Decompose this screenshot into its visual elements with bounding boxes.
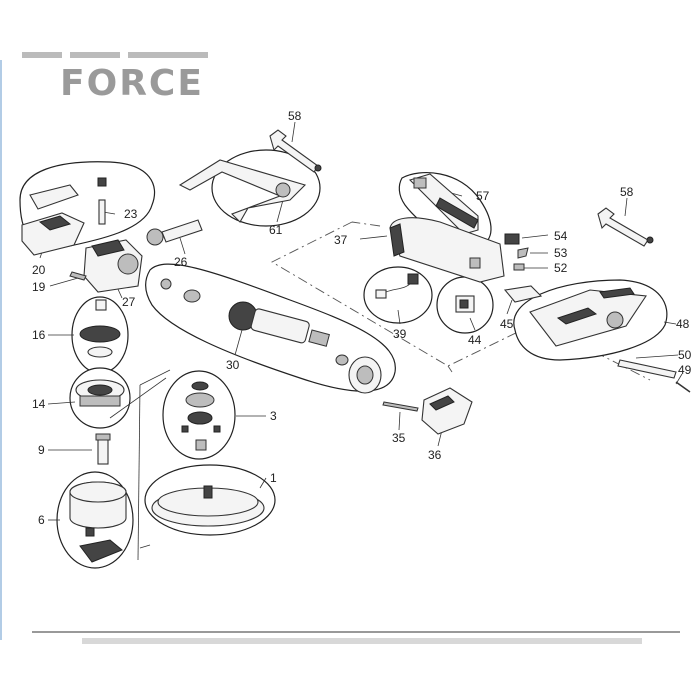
callout-20: 20 — [32, 263, 46, 277]
callout-labels: 58 61 57 58 23 37 54 53 52 20 26 19 27 1… — [32, 109, 692, 527]
callout-48: 48 — [676, 317, 690, 331]
footer-illegible-strip — [82, 638, 642, 644]
callout-35: 35 — [392, 431, 406, 445]
callout-50: 50 — [678, 348, 692, 362]
callout-1: 1 — [270, 471, 277, 485]
screw-part-23 — [97, 177, 107, 225]
brand-wordmark: FORCE — [60, 63, 204, 104]
wrench-part-58b — [597, 207, 654, 247]
screw-part-35 — [382, 401, 419, 412]
callout-57: 57 — [476, 189, 490, 203]
callout-36: 36 — [428, 448, 442, 462]
callout-58b: 58 — [620, 185, 634, 199]
callout-19: 19 — [32, 280, 46, 294]
switch-cover-part-57 — [408, 173, 479, 235]
logo-bar-1 — [22, 52, 62, 58]
logo-bar-2 — [70, 52, 120, 58]
pad-kit-part-3 — [181, 381, 221, 451]
motor-housing-part-37 — [389, 217, 505, 283]
wrench-part-58 — [269, 129, 322, 173]
callout-30: 30 — [226, 358, 240, 372]
assembly-boundary-line — [271, 221, 651, 381]
callout-14: 14 — [32, 397, 46, 411]
cord-part-50-49 — [617, 359, 691, 393]
callout-49: 49 — [678, 363, 692, 377]
gear-housing-part-27 — [83, 239, 143, 293]
callout-23: 23 — [124, 207, 138, 221]
callout-45: 45 — [500, 317, 514, 331]
callout-61: 61 — [269, 223, 283, 237]
button-part-45 — [503, 285, 543, 303]
callout-54: 54 — [554, 229, 568, 243]
gear-part-16 — [79, 299, 121, 358]
callout-26: 26 — [174, 255, 188, 269]
field-coil-part-36 — [421, 387, 473, 435]
spindle-part-9 — [95, 433, 111, 465]
callout-53: 53 — [554, 246, 568, 260]
switch-part-44 — [455, 295, 475, 313]
callout-44: 44 — [468, 333, 482, 347]
callout-39: 39 — [393, 327, 407, 341]
small-parts-54-53-52 — [504, 233, 529, 271]
screw-part-19 — [69, 271, 87, 281]
callout-9: 9 — [38, 443, 45, 457]
rear-housing-part-48 — [529, 287, 647, 347]
backing-pad-part-1 — [151, 485, 265, 527]
armature-part-30 — [160, 278, 382, 394]
counterweight-part-6 — [69, 481, 127, 563]
callout-58: 58 — [288, 109, 302, 123]
callout-52: 52 — [554, 261, 568, 275]
brand-logo: FORCE — [22, 52, 208, 104]
callout-3: 3 — [270, 409, 277, 423]
callout-6: 6 — [38, 513, 45, 527]
callout-16: 16 — [32, 328, 46, 342]
side-handle-part-61 — [178, 159, 307, 223]
wiring-bubble — [363, 266, 433, 324]
gear-cover-part-20 — [21, 184, 85, 256]
callout-27: 27 — [122, 295, 136, 309]
bearing-plate-part-14 — [75, 379, 125, 407]
wiring-part-39 — [375, 273, 419, 299]
spindle-lock-part-26 — [146, 219, 203, 246]
logo-bar-3 — [128, 52, 208, 58]
callout-37: 37 — [334, 233, 348, 247]
